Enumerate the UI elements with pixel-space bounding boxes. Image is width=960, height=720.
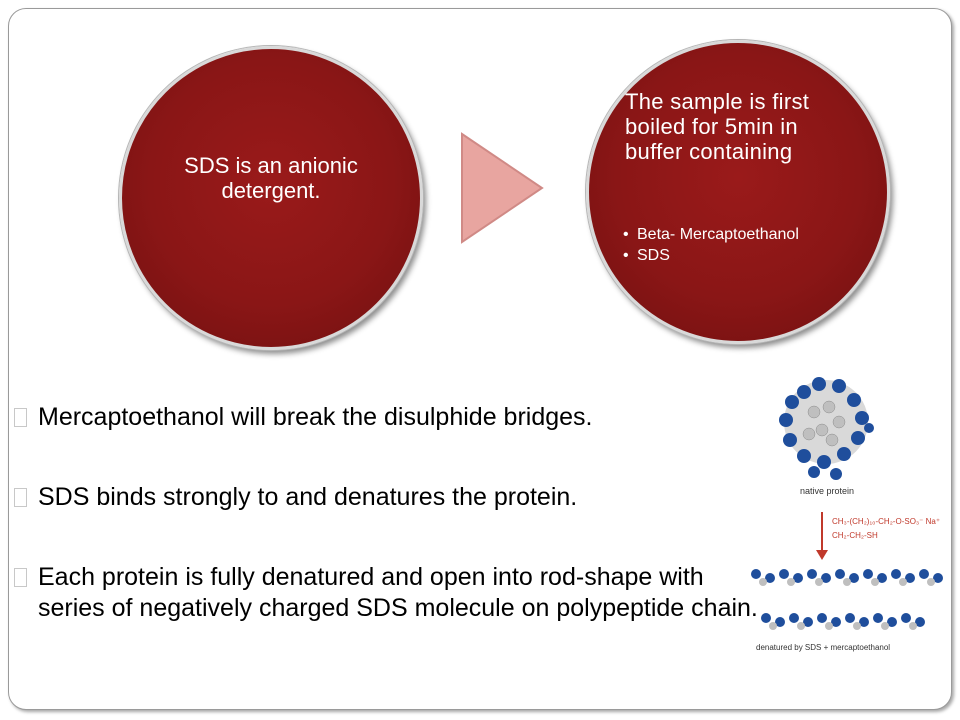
bullet-item: Each protein is fully denatured and open… <box>14 562 768 624</box>
left-circle-text: SDS is an anionic detergent. <box>184 153 358 203</box>
reagent-line-1: CH₃-(CH₂)₁₀-CH₂-O-SO₃⁻ Na⁺ <box>832 517 940 526</box>
bullet-item: SDS binds strongly to and denatures the … <box>14 482 577 513</box>
right-arrow-icon <box>461 132 544 244</box>
figure-caption-top: native protein <box>800 486 854 496</box>
protein-denaturation-figure: native protein CH₃-(CH₂)₁₀-CH₂-O-SO₃⁻ Na… <box>744 362 954 662</box>
bullet-marker-icon <box>14 488 27 507</box>
protein-diagram: native protein CH₃-(CH₂)₁₀-CH₂-O-SO₃⁻ Na… <box>751 377 943 652</box>
list-item: •SDS <box>623 247 670 264</box>
list-item: •Beta- Mercaptoethanol <box>623 226 799 243</box>
bullet-marker-icon <box>14 408 27 427</box>
bullet-item: Mercaptoethanol will break the disulphid… <box>14 402 593 433</box>
right-circle-text: The sample is first boiled for 5min in b… <box>625 89 810 164</box>
figure-caption-bottom: denatured by SDS + mercaptoethanol <box>756 643 890 652</box>
right-circle: The sample is first boiled for 5min in b… <box>586 40 890 344</box>
left-circle: SDS is an anionic detergent. <box>119 46 423 350</box>
native-protein-icon <box>779 377 874 480</box>
denatured-chain-1 <box>751 569 943 586</box>
bullet-marker-icon <box>14 568 27 587</box>
reagent-line-2: CH₂-CH₂-SH <box>832 531 878 540</box>
right-circle-list: •Beta- Mercaptoethanol •SDS <box>623 225 799 267</box>
denatured-chain-2 <box>761 613 925 630</box>
